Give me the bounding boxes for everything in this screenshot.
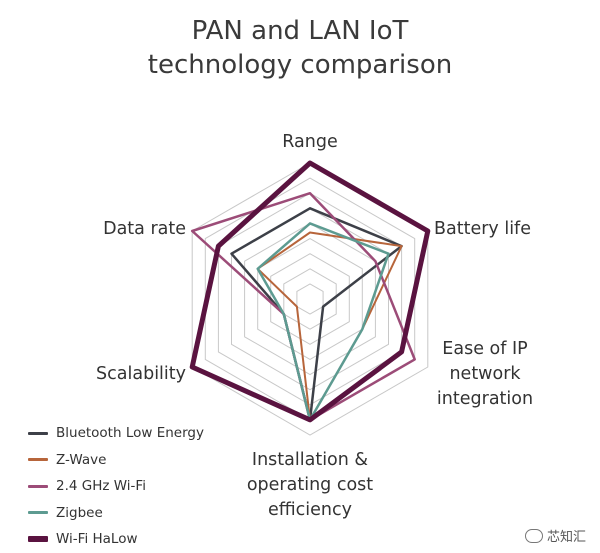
axis-label-3-line-2: efficiency <box>267 500 353 520</box>
legend-item: Bluetooth Low Energy <box>28 420 204 447</box>
series-bluetooth-low-energy-line <box>230 207 403 422</box>
axis-label-5-line-0: Data rate <box>103 219 186 239</box>
legend-swatch <box>28 484 48 488</box>
axis-label-3-line-0: Installation & <box>251 450 369 470</box>
chart-title-line-1: PAN and LAN IoT <box>191 16 409 46</box>
grid-ring-6 <box>231 207 389 391</box>
axis-label-0: Range <box>282 130 337 155</box>
axis-label-2-line-1: network <box>449 364 521 384</box>
axis-label-4: Scalability <box>96 362 186 387</box>
legend-swatch <box>28 431 48 435</box>
axis-label-2-line-0: Ease of IP <box>442 339 528 359</box>
axis-label-0-line-0: Range <box>282 132 338 152</box>
axis-label-2-line-2: integration <box>436 389 534 409</box>
grid-ring-3 <box>270 253 350 345</box>
legend-label: Zigbee <box>56 504 103 521</box>
legend-label: Bluetooth Low Energy <box>56 425 204 442</box>
axis-label-1-line-0: Battery life <box>434 219 531 239</box>
grid-ring-9 <box>191 162 429 436</box>
legend-label: Wi-Fi HaLow <box>56 531 138 548</box>
chart-title: PAN and LAN IoT technology comparison <box>0 14 600 82</box>
legend-swatch <box>28 458 48 462</box>
radar-series <box>189 160 431 423</box>
grid-ring-5 <box>244 222 376 376</box>
grid-ring-1 <box>296 283 324 315</box>
legend-label: 2.4 GHz Wi-Fi <box>56 478 146 495</box>
legend-item: Z-Wave <box>28 447 204 474</box>
axis-label-4-line-0: Scalability <box>96 364 186 384</box>
axis-label-1: Battery life <box>434 217 531 242</box>
axis-label-3: Installation & operating cost efficiency <box>247 448 373 523</box>
radar-grid <box>191 162 429 436</box>
chart-title-line-2: technology comparison <box>147 50 453 80</box>
legend-item: Wi-Fi HaLow <box>28 526 204 553</box>
axis-label-5: Data rate <box>103 217 186 242</box>
legend-swatch <box>28 536 48 543</box>
watermark: 芯知汇 <box>524 526 586 545</box>
legend-label: Z-Wave <box>56 451 107 468</box>
legend-item: Zigbee <box>28 500 204 527</box>
axis-label-2: Ease of IP network integration <box>437 337 533 412</box>
series-wi-fi-halow-line <box>189 160 431 423</box>
legend-swatch <box>28 511 48 515</box>
watermark-text: 芯知汇 <box>546 530 586 545</box>
axis-label-3-line-1: operating cost <box>246 475 374 495</box>
legend-item: 2.4 GHz Wi-Fi <box>28 473 204 500</box>
chat-bubble-icon <box>524 528 543 543</box>
grid-ring-2 <box>283 268 337 330</box>
grid-ring-8 <box>204 177 416 421</box>
